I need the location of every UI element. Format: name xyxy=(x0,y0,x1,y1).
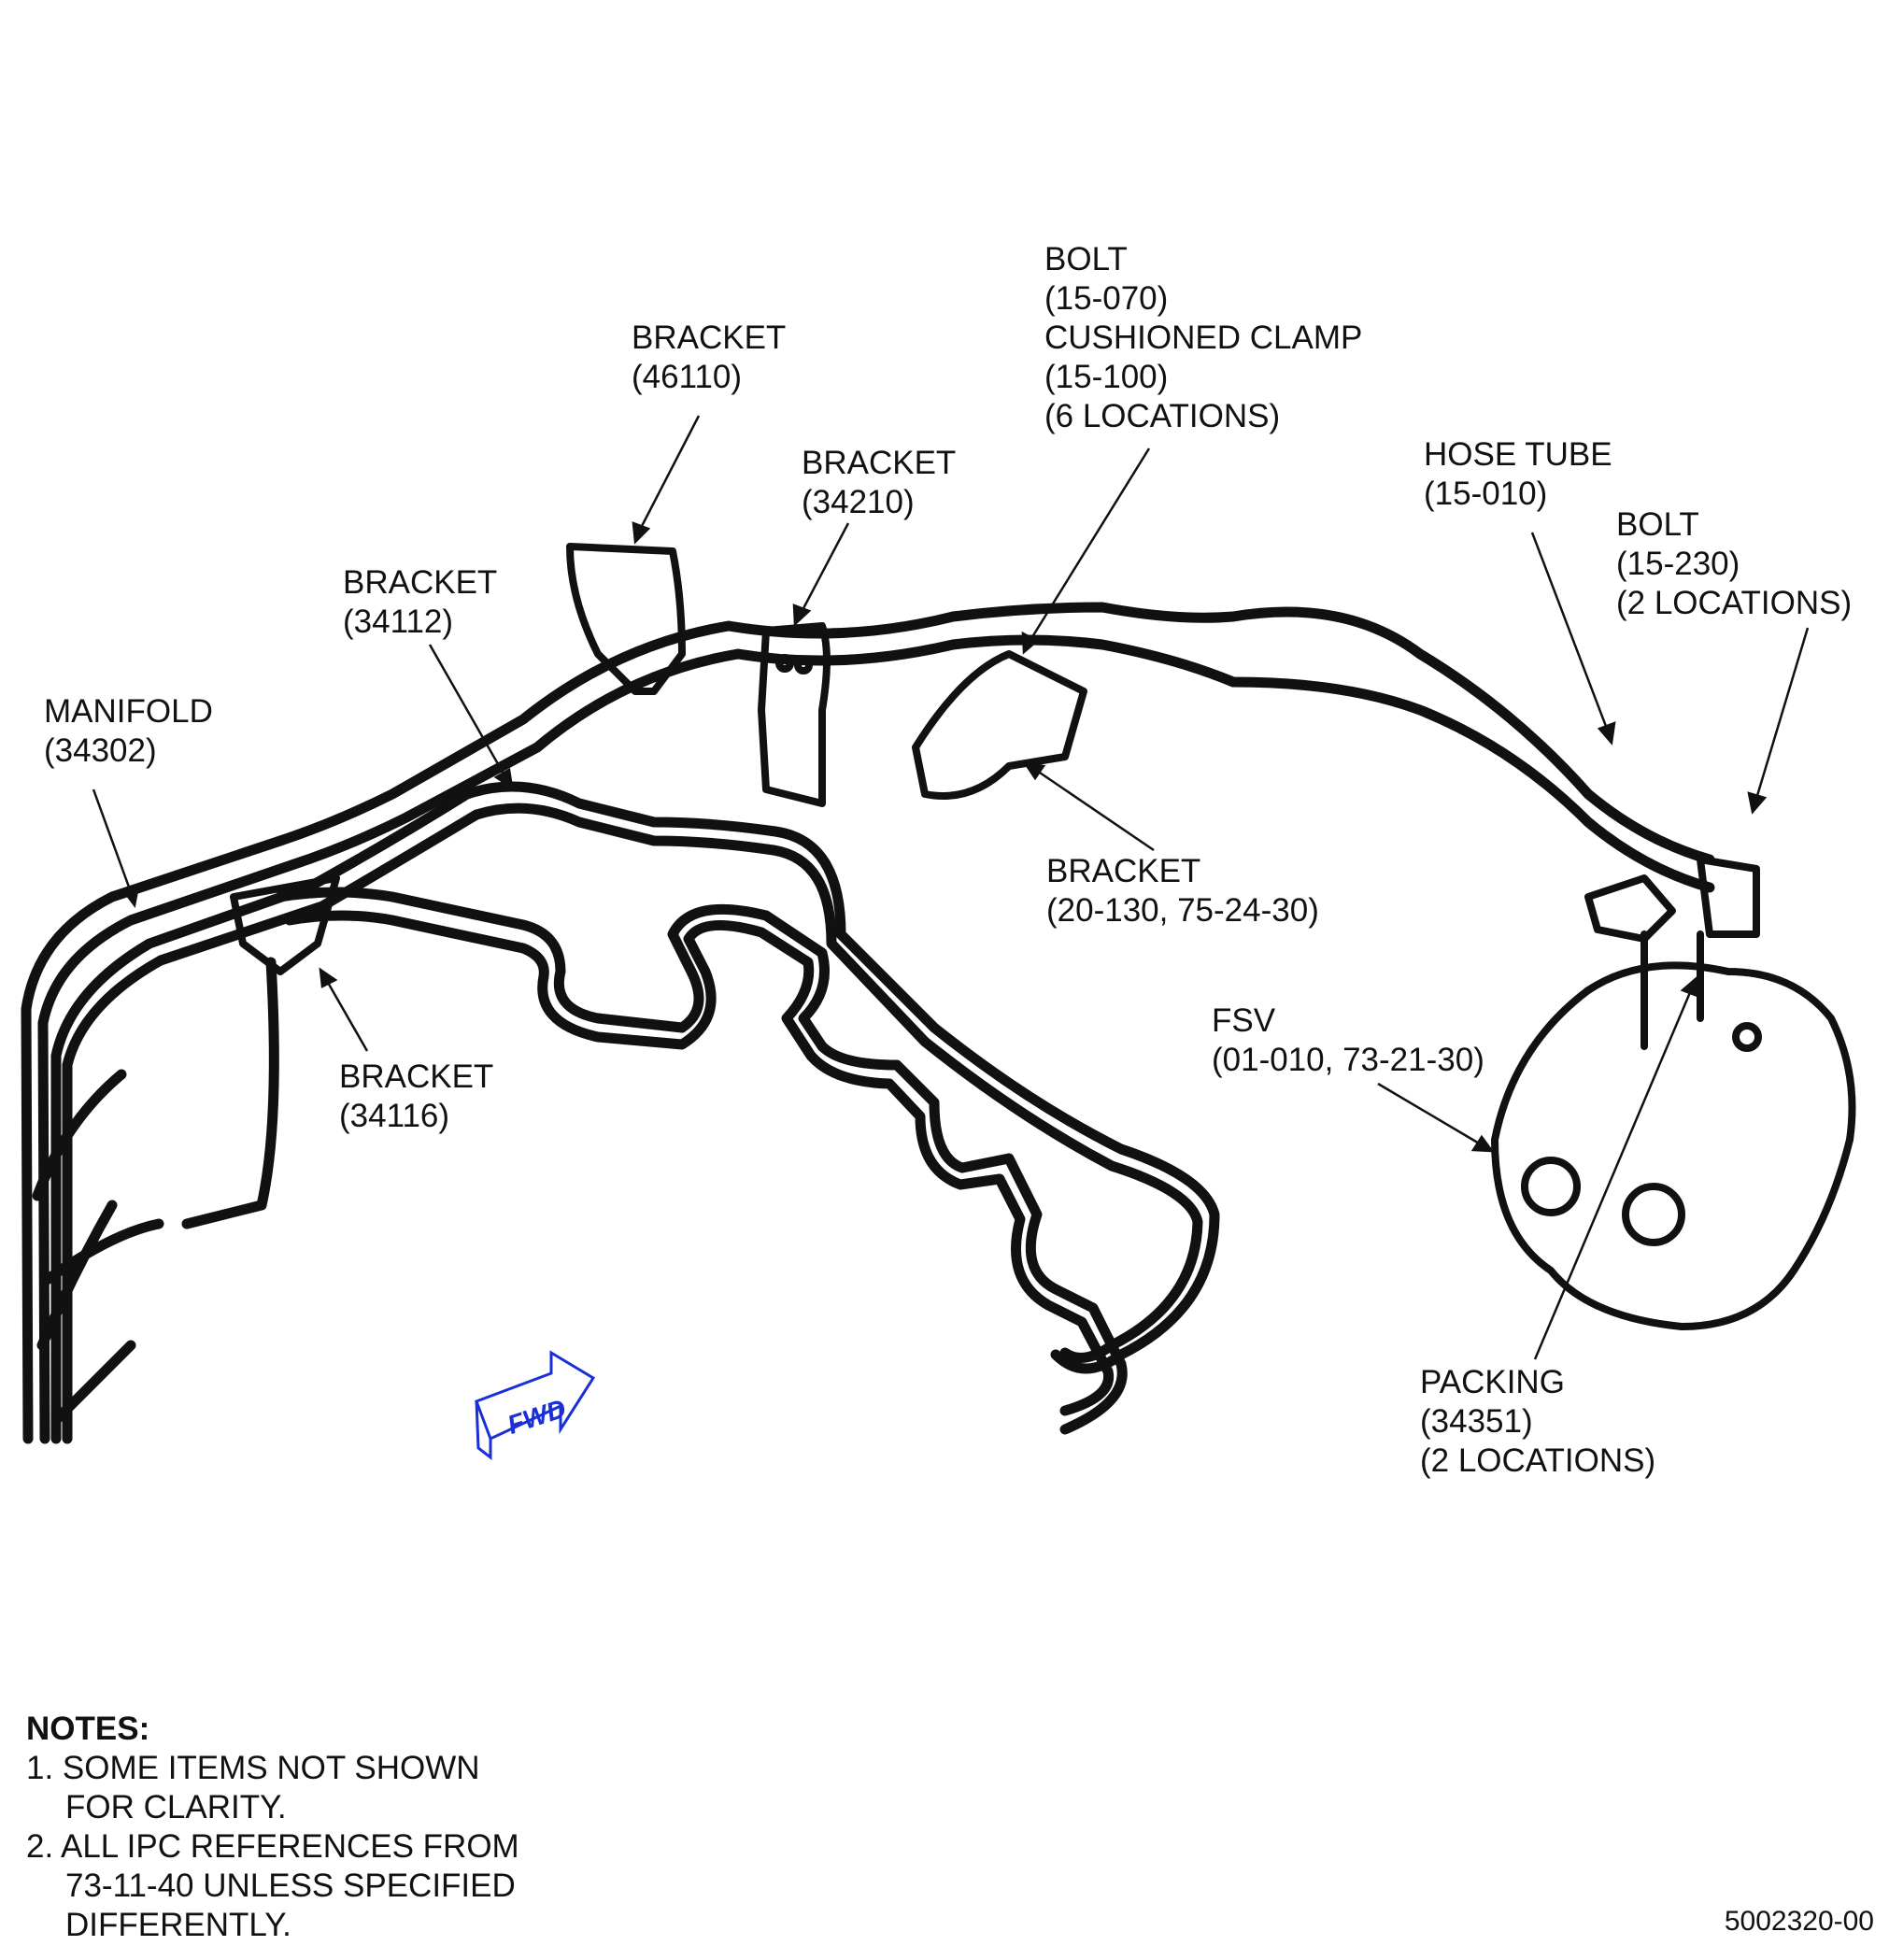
callout-line: CUSHIONED CLAMP xyxy=(1044,320,1363,356)
left-pigtails xyxy=(32,957,279,1426)
callout-label: BRACKET xyxy=(343,564,498,601)
callout-ref: (15-010) xyxy=(1424,476,1548,512)
note-1-line-2: FOR CLARITY. xyxy=(65,1789,287,1825)
callout-label: BRACKET xyxy=(1046,853,1201,889)
callout-ref: (34210) xyxy=(802,484,915,520)
callout-label: BRACKET xyxy=(339,1058,494,1095)
callout-ref: (34302) xyxy=(44,732,157,769)
callout-ref: (46110) xyxy=(632,359,743,395)
bracket-46110-part xyxy=(566,543,686,695)
bracket-20-130-part xyxy=(912,650,1087,800)
callout-packing: PACKING (34351) (2 LOCATIONS) xyxy=(1420,1363,1655,1481)
callout-label: PACKING xyxy=(1420,1364,1565,1400)
note-2-line-2: 73-11-40 UNLESS SPECIFIED xyxy=(65,1868,516,1904)
fwd-arrow: FWD xyxy=(475,1350,596,1461)
main-tube-lower xyxy=(50,781,1220,1444)
nozzle-tube-run xyxy=(275,887,1128,1435)
callout-fsv: FSV (01-010, 73-21-30) xyxy=(1212,1001,1484,1080)
callout-line: (6 LOCATIONS) xyxy=(1044,398,1281,434)
callout-manifold: MANIFOLD (34302) xyxy=(44,692,213,771)
callout-label: BRACKET xyxy=(632,320,787,356)
note-1-line-1: 1. SOME ITEMS NOT SHOWN xyxy=(26,1750,480,1786)
callout-bolt-15-230: BOLT (15-230) (2 LOCATIONS) xyxy=(1616,505,1852,623)
callout-bracket-34210: BRACKET (34210) xyxy=(802,444,956,522)
callout-label: MANIFOLD xyxy=(44,693,213,730)
callout-label: HOSE TUBE xyxy=(1424,436,1612,473)
callout-ref: (15-230) xyxy=(1616,546,1740,582)
callout-line: (15-100) xyxy=(1044,359,1169,395)
callout-bolt-clamp: BOLT (15-070) CUSHIONED CLAMP (15-100) (… xyxy=(1044,240,1362,436)
notes-block: NOTES: 1. SOME ITEMS NOT SHOWN FOR CLARI… xyxy=(26,1710,519,1945)
notes-title: NOTES: xyxy=(26,1711,150,1747)
callout-line: BOLT xyxy=(1044,241,1128,277)
bracket-34116-part xyxy=(230,874,340,975)
callout-bracket-46110: BRACKET (46110) xyxy=(632,319,786,397)
callout-label: BRACKET xyxy=(802,445,957,481)
note-2-line-1: 2. ALL IPC REFERENCES FROM xyxy=(26,1828,519,1865)
callout-qty: (2 LOCATIONS) xyxy=(1420,1442,1656,1479)
leader-lines xyxy=(92,415,1810,1360)
callout-bracket-34116: BRACKET (34116) xyxy=(339,1058,493,1136)
callout-label: BOLT xyxy=(1616,506,1699,543)
bracket-34210-part xyxy=(758,622,831,807)
callout-ref: (34116) xyxy=(339,1098,450,1134)
callout-ref: (20-130, 75-24-30) xyxy=(1046,892,1319,929)
callout-ref: (01-010, 73-21-30) xyxy=(1212,1042,1484,1078)
callout-ref: (34351) xyxy=(1420,1403,1533,1440)
callout-hose-tube: HOSE TUBE (15-010) xyxy=(1424,435,1612,514)
callout-bracket-20-130: BRACKET (20-130, 75-24-30) xyxy=(1046,852,1319,930)
note-2-line-3: DIFFERENTLY. xyxy=(65,1907,291,1943)
callout-qty: (2 LOCATIONS) xyxy=(1616,585,1853,621)
callout-ref: (34112) xyxy=(343,604,454,640)
figure-number: 5002320-00 xyxy=(1724,1906,1874,1937)
fsv-body xyxy=(1491,856,1856,1330)
callout-label: FSV xyxy=(1212,1002,1276,1039)
main-tube-upper xyxy=(21,602,1715,1444)
callout-bracket-34112: BRACKET (34112) xyxy=(343,563,497,642)
callout-line: (15-070) xyxy=(1044,280,1169,317)
